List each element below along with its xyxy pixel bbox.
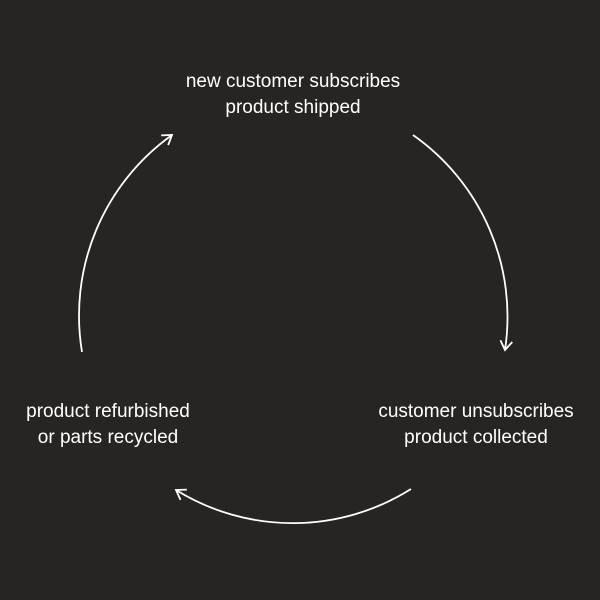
node-unsubscribe-line2: product collected	[404, 427, 548, 448]
node-recycle: product refurbished or parts recycled	[0, 399, 258, 451]
node-unsubscribe: customer unsubscribes product collected	[326, 399, 600, 451]
arrow-unsubscribe-to-recycle	[174, 488, 412, 525]
node-recycle-line2: or parts recycled	[37, 427, 179, 448]
node-subscribe-line1: new customer subscribes	[185, 71, 401, 92]
node-unsubscribe-line1: customer unsubscribes	[378, 401, 574, 422]
node-subscribe: new customer subscribes product shipped	[143, 69, 443, 121]
arrow-subscribe-to-unsubscribe	[412, 134, 513, 352]
arrow-recycle-to-subscribe	[78, 134, 174, 353]
node-recycle-line1: product refurbished	[26, 401, 190, 422]
node-subscribe-line2: product shipped	[225, 97, 361, 118]
